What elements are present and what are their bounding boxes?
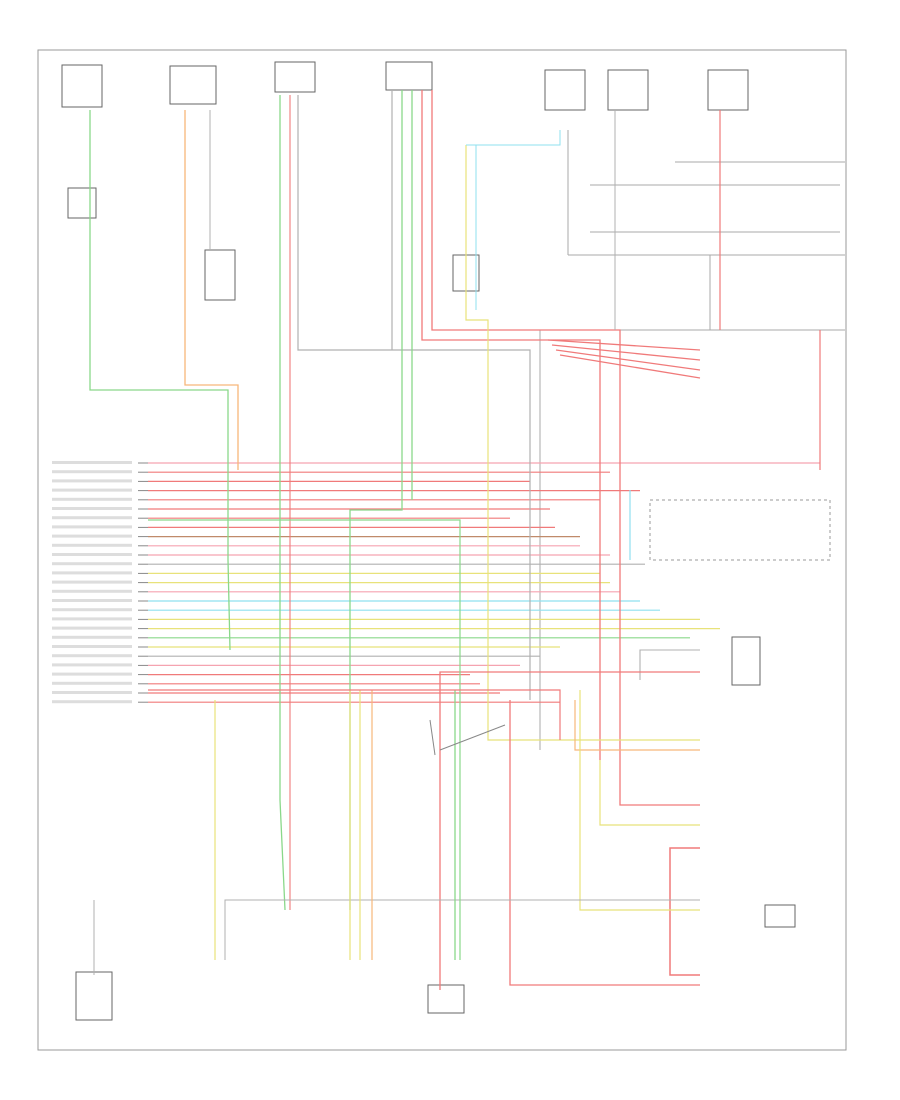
red-wire-9 — [439, 671, 700, 990]
diagram-frame — [37, 49, 847, 1051]
red-wire-12 — [148, 689, 561, 740]
red-bus-3 — [555, 349, 701, 371]
ecm-pin-label — [52, 571, 132, 575]
red-bus-2 — [551, 344, 701, 361]
ecm-pin-label — [52, 681, 132, 685]
data-connector-box — [274, 61, 316, 93]
orange-wire-2 — [574, 700, 700, 751]
yellow-wire-2 — [599, 760, 700, 826]
pcm-power-box — [385, 61, 433, 91]
ecm-pin-label — [52, 479, 132, 483]
ecm-pin-label — [52, 608, 132, 612]
data-link-connector-box — [427, 984, 465, 1014]
gray-wire-7 — [224, 899, 700, 960]
yellow-wire-3 — [579, 690, 700, 911]
ecm-pin-label — [52, 516, 132, 520]
output-shaft-sensor-box — [764, 904, 796, 928]
ecm-pin-label — [52, 497, 132, 501]
red-bus-4 — [559, 354, 701, 379]
ecm-pin-label — [52, 562, 132, 566]
green-wire-1 — [89, 110, 231, 651]
ecm-pin-label — [52, 599, 132, 602]
red-bus-1 — [547, 339, 701, 351]
ecm-pin-label — [52, 589, 132, 593]
ecm-connector — [52, 461, 148, 704]
red-wire-6 — [431, 90, 700, 806]
bottom-diagonals — [429, 719, 506, 756]
ecm-pin-label — [52, 626, 132, 630]
gray-wire-6 — [639, 649, 700, 680]
ecm-pin-label — [52, 543, 132, 547]
range-sensor-box — [649, 499, 831, 561]
top-right-fuse-box-1 — [544, 69, 586, 111]
green-wire-2 — [279, 95, 286, 911]
ecm-pin-label — [52, 672, 132, 676]
top-components — [61, 61, 796, 1021]
ecm-pin-label — [52, 553, 132, 556]
relay-box-outline — [539, 130, 845, 750]
ecm-pin-label — [52, 534, 132, 538]
ecm-pin-label — [52, 654, 132, 658]
ecm-pin-label — [52, 461, 132, 464]
generic-module-box — [169, 65, 217, 105]
ecm-pin-label — [52, 691, 132, 694]
cyan-wire-2 — [466, 130, 561, 146]
red-wire-11 — [509, 700, 700, 986]
fuse-box — [61, 64, 103, 108]
ecm-pin-label — [52, 663, 132, 667]
wire-harness — [89, 90, 821, 990]
ecm-pin-label — [52, 507, 132, 510]
ecm-pin-label — [52, 645, 132, 648]
ecm-pin-label — [52, 635, 132, 639]
red-wire-5 — [421, 90, 601, 760]
ecm-pin-label — [52, 525, 132, 529]
top-right-fuse-box-3 — [707, 69, 749, 111]
top-right-fuse-box-2 — [607, 69, 649, 111]
ecm-pin-label — [52, 617, 132, 621]
gray-wire-3 — [297, 95, 531, 700]
yellow-wire-1 — [465, 145, 700, 741]
brake-switch-box — [67, 187, 97, 219]
ecm-pin-label — [52, 580, 132, 584]
ecm-pin-label — [52, 700, 132, 704]
turbine-sensor-box — [75, 971, 113, 1021]
relay-mid-box — [204, 249, 236, 301]
green-wire-6 — [148, 519, 461, 960]
ecm-pin-label — [52, 488, 132, 492]
ecm-pin-label — [52, 470, 132, 474]
overdrive-switch-box — [731, 636, 761, 686]
red-wire-10 — [669, 847, 700, 976]
orange-wire-1 — [184, 110, 239, 470]
